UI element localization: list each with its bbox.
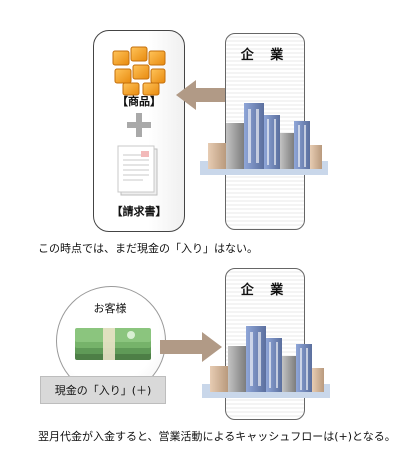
money-stack-icon — [75, 328, 151, 360]
left-arrow-icon — [176, 80, 238, 110]
invoice-document-icon — [117, 145, 158, 196]
goods-label: 【商品】 — [117, 95, 161, 108]
cash-in-label-box: 現金の「入り」(＋) — [40, 376, 166, 404]
goods-invoice-panel: 【商品】 【請求書】 — [93, 30, 185, 232]
bottom-caption: 翌月代金が入金すると、営業活動によるキャッシュフローは(+)となる。 — [38, 430, 396, 443]
city-buildings-icon — [202, 326, 330, 398]
cash-in-label: 現金の「入り」(＋) — [54, 384, 152, 397]
right-arrow-icon — [160, 332, 222, 362]
goods-boxes-icon — [112, 46, 166, 96]
top-caption: この時点では、まだ現金の「入り」はない。 — [38, 242, 258, 255]
customer-label: お客様 — [93, 302, 127, 315]
plus-icon — [127, 113, 151, 137]
company-label: 企 業 — [240, 48, 290, 63]
invoice-label: 【請求書】 — [111, 205, 167, 218]
company-label: 企 業 — [240, 283, 290, 298]
city-buildings-icon — [200, 103, 328, 175]
